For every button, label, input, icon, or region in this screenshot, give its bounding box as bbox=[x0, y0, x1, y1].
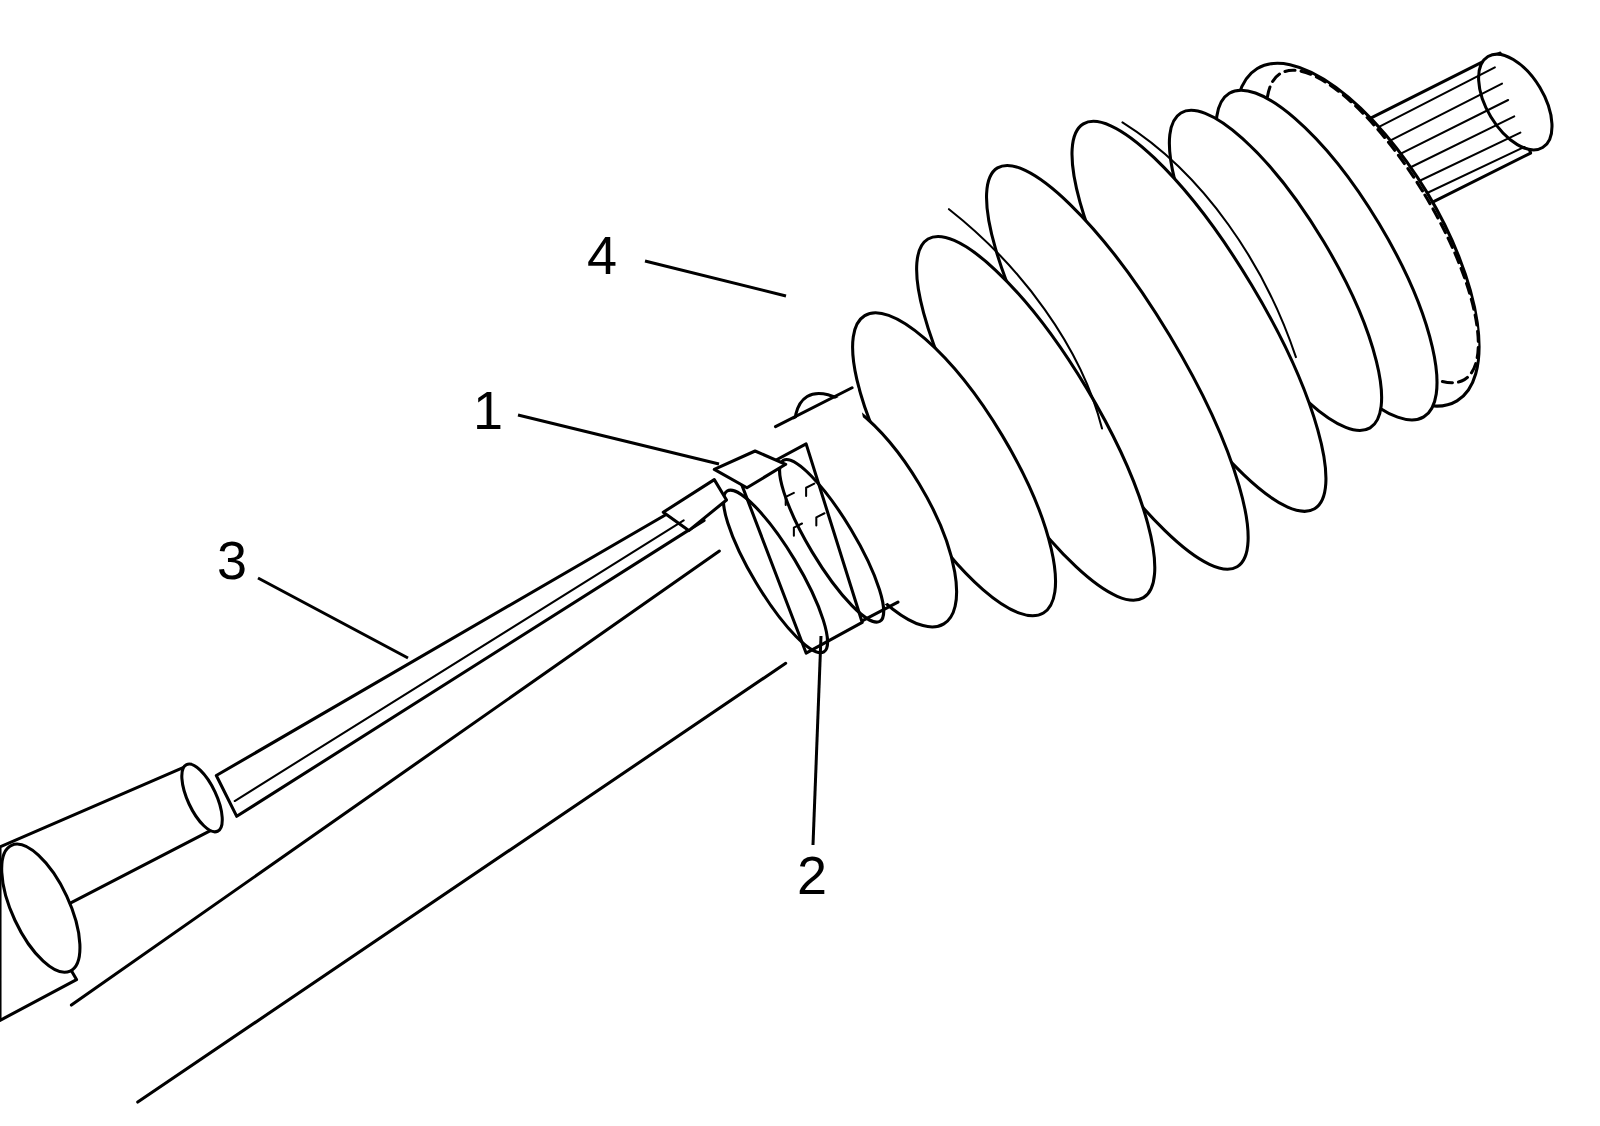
leader-line bbox=[518, 415, 719, 464]
leader-line bbox=[645, 261, 786, 296]
leader-lines bbox=[258, 261, 821, 845]
callout-number: 4 bbox=[587, 228, 617, 282]
callout-number: 2 bbox=[797, 848, 827, 902]
boot bbox=[763, 84, 1418, 650]
leader-line bbox=[813, 636, 821, 845]
callout-number: 1 bbox=[473, 383, 503, 437]
callout-number: 3 bbox=[217, 533, 247, 587]
leader-line bbox=[258, 578, 408, 658]
clamp-band bbox=[708, 444, 899, 664]
screwdriver bbox=[0, 480, 727, 1021]
